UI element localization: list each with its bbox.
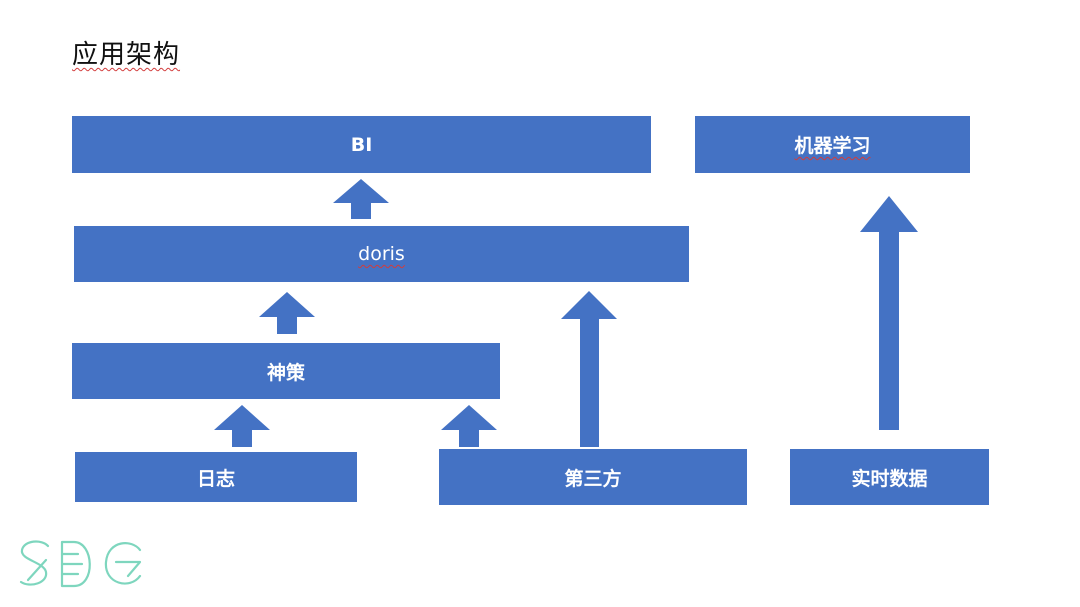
node-third-party-label: 第三方	[564, 467, 622, 490]
node-realtime-data-label: 实时数据	[851, 467, 928, 490]
node-bi-label: BI	[350, 133, 373, 156]
node-doris-label: doris	[358, 243, 405, 265]
arrow-realtime-to-ml	[860, 196, 918, 430]
node-machine-learning-label: 机器学习	[794, 135, 871, 157]
sdc-logo	[19, 540, 142, 588]
arrow-shence-to-doris	[259, 292, 315, 334]
arrow-third-party-to-doris	[561, 291, 617, 447]
node-realtime-data: 实时数据	[790, 449, 989, 505]
node-log: 日志	[75, 452, 357, 502]
node-doris: doris	[74, 226, 689, 282]
node-machine-learning: 机器学习	[695, 116, 970, 173]
node-shence-label: 神策	[266, 361, 305, 384]
node-log-label: 日志	[196, 467, 235, 490]
node-third-party: 第三方	[439, 449, 747, 505]
node-shence: 神策	[72, 343, 500, 399]
node-bi: BI	[72, 116, 651, 173]
page-title: 应用架构	[72, 40, 181, 70]
arrow-third-party-to-shence	[441, 405, 497, 447]
arrow-log-to-shence	[214, 405, 270, 447]
arrow-doris-to-bi	[333, 179, 389, 219]
